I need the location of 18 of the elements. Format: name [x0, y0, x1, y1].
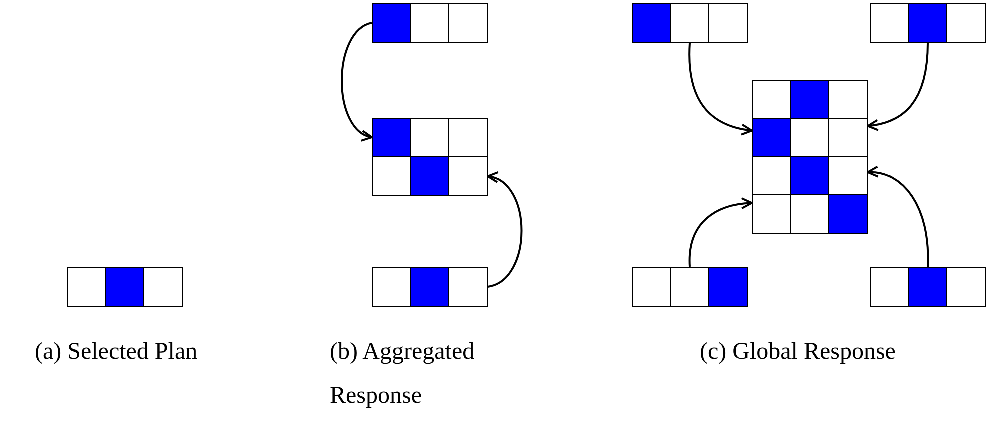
curved-arrow: [688, 42, 753, 136]
cell-strip: [632, 267, 748, 307]
cell-strip: [372, 267, 488, 307]
curved-arrow: [341, 22, 373, 140]
cell-matrix: [752, 80, 868, 234]
curved-arrow: [688, 198, 753, 267]
cell-matrix: [372, 118, 488, 196]
curved-arrow: [867, 166, 930, 267]
curved-arrow: [487, 173, 523, 288]
panel-caption: (a) Selected Plan: [35, 338, 199, 367]
curved-arrow: [867, 42, 929, 131]
cell-strip: [632, 3, 748, 43]
cell-strip: [67, 267, 183, 307]
panel-caption: (c) Global Response: [700, 338, 897, 367]
panel-caption: (b) Aggregated Response: [330, 338, 476, 411]
cell-strip: [870, 3, 986, 43]
cell-strip: [372, 3, 488, 43]
cell-strip: [870, 267, 986, 307]
